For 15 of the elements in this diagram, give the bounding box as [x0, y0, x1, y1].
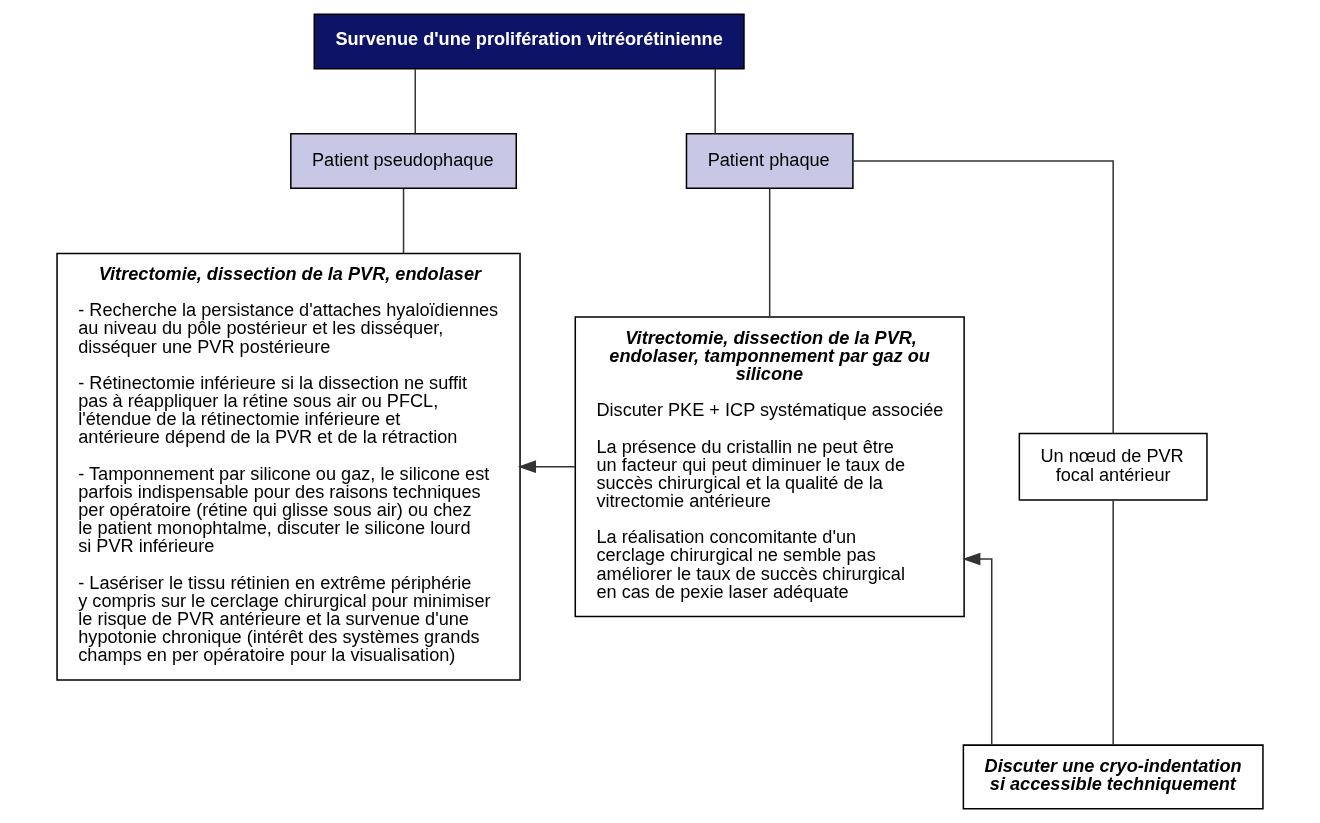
- arrow: [517, 460, 576, 474]
- node-box: Discuter une cryo-indentation si accessible techniquement: [962, 744, 1264, 810]
- node-box: Un nœud de PVR focal antérieur: [1018, 432, 1208, 501]
- connector: [414, 68, 417, 135]
- connector: [852, 160, 1114, 435]
- arrow: [962, 552, 993, 746]
- connector: [402, 188, 405, 254]
- connector: [768, 188, 771, 318]
- node-box: Vitrectomie, dissection de la PVR, endolaser - Recherche la persistance d'attaches hyaloïdiennes au niveau du pôle postérieur et les disséquer, disséquer une PVR postérieure - Rétinectomie inférieure si la dissection ne suffit pas à réappliquer la rétine sous air ou PFCL, l'étendue de la rétinectomie inférieure et antérieure dépend de la PVR et de la rétraction - Tamponnement par silicone ou gaz, le silicone est parfois indispensable pour des raisons techniques per opératoire (rétine qui glisse sous air) ou chez le patient monophtalme, discuter le silicone lourd si PVR inférieure - Lasériser le tissu rétinien en extrême périphérie y compris sur le cerclage chirurgical pour minimiser le risque de PVR antérieure et la survenue d'une hypotonie chronique (intérêt des systèmes grands champs en per opératoire pour la visualisation): [56, 252, 521, 681]
- node-box: Vitrectomie, dissection de la PVR, endolaser, tamponnement par gaz ou silicone Discuter PKE + ICP systématique associée La présence du cristallin ne peut être un facteur qui peut diminuer le taux de succès chirurgical et la qualité de la vitrectomie antérieure La réalisation concomitante d'un cerclage chirurgical ne semble pas améliorer le taux de succès chirurgical en cas de pexie laser adéquate: [574, 316, 965, 618]
- node-box: Patient pseudophaque: [290, 133, 517, 190]
- node-box: Survenue d'une prolifération vitréorétinienne: [313, 13, 745, 70]
- connector: [1112, 499, 1114, 746]
- node-box: Patient phaque: [685, 133, 854, 190]
- connector: [714, 68, 716, 135]
